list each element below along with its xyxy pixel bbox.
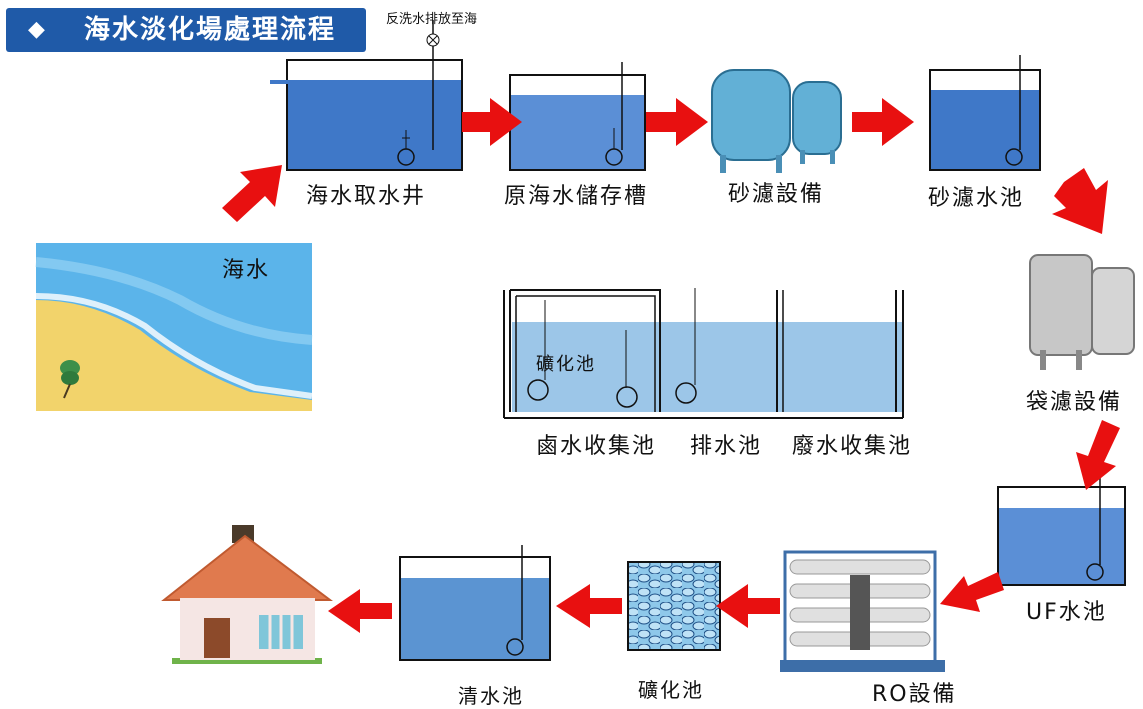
- house-icon: [161, 525, 333, 664]
- bag-filter-equipment: [1029, 254, 1135, 370]
- raw-storage-label: 原海水儲存槽: [504, 184, 649, 209]
- arrow-intake-to-storage: [462, 98, 522, 146]
- intake-well-tank: [270, 20, 463, 171]
- ro-label: RO設備: [872, 682, 957, 707]
- arrow-clear-to-house: [328, 589, 392, 633]
- ro-equipment: [780, 550, 945, 672]
- diamond-icon: ◆: [28, 17, 45, 42]
- seawater-label: 海水: [222, 258, 271, 283]
- mineralization-pool: [627, 561, 721, 651]
- arrow-bag-to-uf: [1076, 420, 1120, 490]
- intake-label: 海水取水井: [306, 184, 427, 209]
- title-bar: ◆ 海水淡化場處理流程: [6, 8, 366, 52]
- arrow-storage-to-sandfilter: [646, 98, 708, 146]
- mineral-label: 礦化池: [638, 678, 704, 702]
- arrow-pool-to-bag: [1052, 168, 1108, 234]
- sand-pool-label: 砂濾水池: [928, 186, 1025, 211]
- arrow-sandfilter-to-pool: [852, 98, 914, 146]
- flow-arrows: [222, 98, 1120, 633]
- waste-pool-label: 廢水收集池: [792, 434, 913, 459]
- arrow-uf-to-ro: [940, 572, 1004, 612]
- bag-filter-label: 袋濾設備: [1026, 390, 1123, 415]
- brine-pool-label: 鹵水收集池: [536, 434, 657, 459]
- uf-pool: [997, 476, 1126, 586]
- arrow-mineral-to-clear: [556, 584, 622, 628]
- mineral-inside-label: 礦化池: [536, 354, 596, 375]
- sand-filter-equipment: [711, 69, 842, 173]
- tree-icon: [60, 360, 80, 399]
- clear-water-pool: [399, 545, 551, 661]
- arrow-seawater-to-intake: [222, 165, 282, 222]
- collection-pools: [503, 288, 904, 419]
- sand-filter-pool: [929, 55, 1041, 171]
- drain-pool-label: 排水池: [690, 434, 763, 459]
- clear-pool-label: 清水池: [458, 684, 524, 708]
- raw-storage-tank: [509, 62, 646, 171]
- arrow-ro-to-mineral: [716, 584, 780, 628]
- sand-filter-label: 砂濾設備: [728, 182, 825, 207]
- seawater-image: [35, 243, 313, 411]
- page-title: 海水淡化場處理流程: [84, 15, 337, 45]
- backwash-label: 反洗水排放至海: [386, 12, 478, 27]
- uf-pool-label: UF水池: [1026, 600, 1107, 625]
